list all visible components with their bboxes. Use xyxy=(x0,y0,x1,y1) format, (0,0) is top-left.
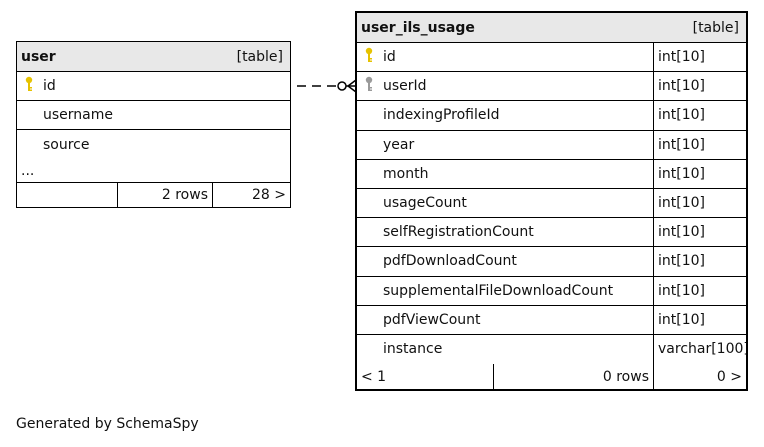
column-name[interactable]: instance xyxy=(383,341,443,358)
user-ils-usage-table[interactable]: user_ils_usage [table] id int[10] userId in… xyxy=(355,11,748,392)
column-name-cell: userId xyxy=(357,72,653,100)
column-row[interactable]: pdfViewCount int[10] xyxy=(357,305,746,335)
column-type: varchar[100] xyxy=(653,334,746,365)
user-table[interactable]: user [table] id username source ... 2 rows… xyxy=(16,41,291,208)
column-row[interactable]: supplementalFileDownloadCount int[10] xyxy=(357,276,746,306)
column-name[interactable]: year xyxy=(383,136,415,153)
column-name[interactable]: month xyxy=(383,165,429,182)
column-name-cell: instance xyxy=(357,335,653,364)
column-name[interactable]: username xyxy=(43,107,113,123)
column-type: int[10] xyxy=(653,247,746,276)
column-name-cell: id xyxy=(357,43,653,71)
column-type: int[10] xyxy=(653,72,746,101)
column-name[interactable]: source xyxy=(43,136,90,153)
column-name-cell: year xyxy=(357,131,653,159)
table-header: user_ils_usage [table] xyxy=(357,13,746,43)
column-row[interactable]: month int[10] xyxy=(357,159,746,189)
table-footer: < 1 0 rows 0 > xyxy=(357,364,746,390)
column-name[interactable]: supplementalFileDownloadCount xyxy=(383,282,614,299)
column-name-cell: usageCount xyxy=(357,189,653,217)
column-name[interactable]: indexingProfileId xyxy=(383,107,500,124)
footer-parents[interactable]: < 1 xyxy=(361,368,387,385)
column-name-cell: username xyxy=(17,101,290,129)
foreign-key-icon xyxy=(365,76,373,96)
column-name[interactable]: userId xyxy=(383,78,427,95)
column-row[interactable]: id int[10] xyxy=(357,43,746,73)
footer-row-count: 0 rows xyxy=(493,364,653,390)
column-row[interactable]: year int[10] xyxy=(357,130,746,160)
footer-children[interactable]: 28 > xyxy=(212,183,290,207)
column-row[interactable]: userId int[10] xyxy=(357,72,746,102)
table-name[interactable]: user xyxy=(21,48,56,65)
column-type: int[10] xyxy=(653,305,746,334)
column-name-cell: supplementalFileDownloadCount xyxy=(357,277,653,305)
primary-key-icon xyxy=(365,47,373,67)
table-footer: 2 rows 28 > xyxy=(17,183,290,207)
column-row[interactable]: pdfDownloadCount int[10] xyxy=(357,247,746,277)
column-name[interactable]: usageCount xyxy=(383,195,467,212)
primary-key-icon xyxy=(25,76,33,96)
column-name-cell: selfRegistrationCount xyxy=(357,218,653,246)
column-name[interactable]: pdfDownloadCount xyxy=(383,253,517,270)
column-row[interactable]: id xyxy=(17,72,290,101)
column-type: int[10] xyxy=(653,101,746,130)
column-name[interactable]: id xyxy=(43,78,56,94)
column-name-cell: pdfDownloadCount xyxy=(357,247,653,275)
column-row[interactable]: selfRegistrationCount int[10] xyxy=(357,218,746,248)
table-header: user [table] xyxy=(17,42,290,72)
ellipsis: ... xyxy=(21,162,35,179)
footer-row-count: 2 rows xyxy=(117,183,212,207)
ellipsis-row: ... xyxy=(17,159,290,183)
column-name[interactable]: pdfViewCount xyxy=(383,311,481,328)
column-row[interactable]: username xyxy=(17,101,290,130)
column-name-cell: id xyxy=(17,72,290,100)
column-name[interactable]: id xyxy=(383,49,396,66)
column-type: int[10] xyxy=(653,130,746,159)
column-row[interactable]: source xyxy=(17,130,290,159)
footer-children: 0 > xyxy=(653,364,746,390)
column-type: int[10] xyxy=(653,188,746,218)
generated-by-label: Generated by SchemaSpy xyxy=(16,416,199,432)
table-name[interactable]: user_ils_usage xyxy=(361,19,475,36)
table-kind: [table] xyxy=(692,19,739,36)
column-type: int[10] xyxy=(653,218,746,247)
column-name-cell: month xyxy=(357,160,653,188)
column-type: int[10] xyxy=(653,276,746,305)
column-name-cell: pdfViewCount xyxy=(357,306,653,334)
column-row[interactable]: indexingProfileId int[10] xyxy=(357,101,746,131)
column-name[interactable]: selfRegistrationCount xyxy=(383,224,534,241)
column-name-cell: indexingProfileId xyxy=(357,101,653,129)
column-row[interactable]: instance varchar[100] xyxy=(357,334,746,365)
footer-parents xyxy=(17,183,117,207)
column-type: int[10] xyxy=(653,159,746,188)
column-row[interactable]: usageCount int[10] xyxy=(357,188,746,219)
table-kind: [table] xyxy=(236,48,283,65)
column-name-cell: source xyxy=(17,130,290,159)
column-type: int[10] xyxy=(653,43,746,72)
